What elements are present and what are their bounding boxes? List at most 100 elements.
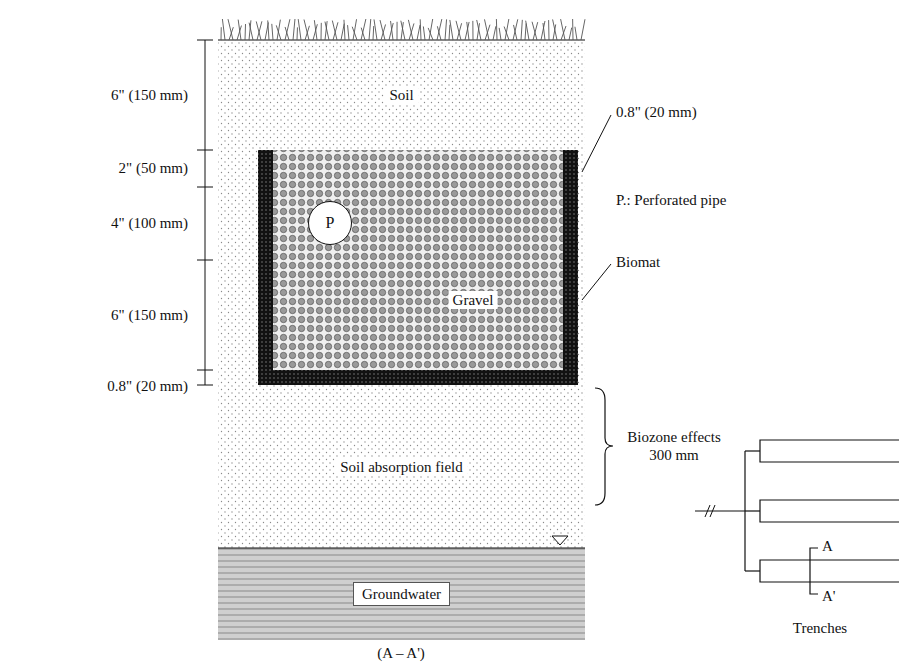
legend-note: P.: Perforated pipe — [616, 191, 726, 209]
grass-blade — [373, 26, 375, 40]
grass-blade — [245, 24, 247, 40]
zone-label: Biozone effects 300 mm — [618, 428, 730, 464]
break-mark — [710, 505, 715, 517]
part-label: Biomat — [616, 253, 660, 271]
grass-blade — [450, 20, 453, 40]
grass-blade — [256, 21, 261, 40]
grass-blade — [420, 19, 422, 40]
groundwater-layer: Groundwater — [218, 548, 585, 640]
grass-blade — [293, 19, 295, 40]
manifold-branch — [745, 570, 760, 571]
dimension-tick — [197, 40, 213, 41]
grass-blade — [445, 19, 447, 40]
grass-blade — [505, 19, 509, 40]
grass-blade — [297, 27, 298, 40]
grass-blade — [344, 20, 345, 40]
trench-plan — [760, 560, 899, 582]
section-mark: A' — [822, 587, 836, 605]
grass-blade — [423, 26, 425, 40]
grass-blade — [276, 25, 281, 40]
absorption-field: Soil absorption field — [218, 385, 585, 548]
leader-line — [582, 264, 611, 300]
plan-label: Trenches — [793, 619, 847, 637]
grass-blade — [298, 19, 301, 40]
grass-blade — [374, 19, 377, 40]
dimension-tick — [197, 385, 213, 386]
grass-blade — [238, 20, 241, 40]
grass-blade — [361, 28, 365, 40]
dimension-tick — [197, 187, 213, 188]
groundwater-band — [218, 548, 585, 640]
grass-blade — [401, 21, 405, 40]
grass-blade — [325, 22, 329, 40]
grass-blade — [493, 26, 496, 40]
water-table-line — [218, 548, 585, 549]
grass-blade — [496, 19, 498, 40]
grass-blade — [369, 19, 371, 40]
dimension-label: 2" (50 mm) — [119, 159, 188, 177]
gravel-region: Gravel P — [273, 150, 563, 370]
grass-blade — [249, 23, 253, 40]
dimension-tick — [197, 370, 213, 371]
grass-blade — [456, 21, 461, 40]
grass-blade — [514, 25, 517, 40]
grass-blade — [391, 21, 393, 40]
grass-blade — [541, 21, 545, 40]
dimension-label: 0.8" (20 mm) — [616, 103, 697, 121]
grass-blade — [504, 27, 509, 40]
grass-blade — [561, 19, 565, 40]
dimension-tick — [197, 260, 213, 261]
grass-blade — [361, 19, 366, 40]
dimension-label: 4" (100 mm) — [111, 214, 188, 232]
grass-blade — [437, 19, 442, 40]
grass-blade — [222, 19, 225, 40]
layer-name: Gravel — [449, 291, 498, 309]
grass-blade — [353, 19, 357, 40]
grass-blade — [521, 20, 522, 40]
grass-blade — [285, 27, 289, 40]
water-table-symbol — [552, 536, 568, 545]
dimension-label: 6" (150 mm) — [111, 306, 188, 324]
grass-blade — [408, 20, 413, 40]
grass-blade — [569, 28, 572, 40]
trench-plan — [760, 500, 899, 522]
grass-blade — [437, 26, 441, 40]
section-caption: (A – A') — [377, 644, 425, 662]
grass-blade — [277, 20, 280, 40]
grass-blade — [465, 22, 469, 40]
grass-blade — [428, 28, 433, 40]
grass-blade — [532, 22, 537, 40]
manifold-branch — [745, 450, 760, 451]
grass-blade — [272, 24, 273, 40]
grass-blade — [332, 21, 337, 40]
pipe-label: P — [322, 213, 339, 232]
biomat-layer — [258, 150, 578, 385]
grass-blade — [257, 21, 262, 40]
grass-blade — [572, 19, 573, 40]
grass-blade — [221, 27, 222, 40]
biozone-brace — [595, 388, 613, 505]
trench-plan — [760, 440, 899, 462]
dimension-label: 6" (150 mm) — [111, 86, 188, 104]
grass-blade — [467, 22, 469, 40]
grass-blade — [341, 24, 344, 40]
grass-blade — [449, 25, 451, 40]
grass-blade — [485, 19, 489, 40]
layer-name: Soil absorption field — [336, 458, 467, 476]
grass-blade — [348, 25, 349, 40]
grass-blade — [477, 20, 481, 40]
grass-blade — [228, 19, 233, 40]
grass-blade — [548, 20, 549, 40]
soil-layer: Soil — [218, 40, 585, 150]
manifold-branch — [745, 510, 760, 511]
perforated-pipe: P — [308, 201, 352, 245]
grass-blade — [543, 23, 545, 40]
inlet-pipe — [695, 510, 745, 511]
dimension-label: 0.8" (20 mm) — [107, 377, 188, 395]
grass-blade — [417, 25, 420, 40]
grass-blade — [304, 20, 309, 40]
grass-blade — [397, 22, 398, 40]
grass-blade — [525, 23, 526, 40]
grass — [221, 19, 585, 40]
grass-blade — [526, 21, 529, 40]
